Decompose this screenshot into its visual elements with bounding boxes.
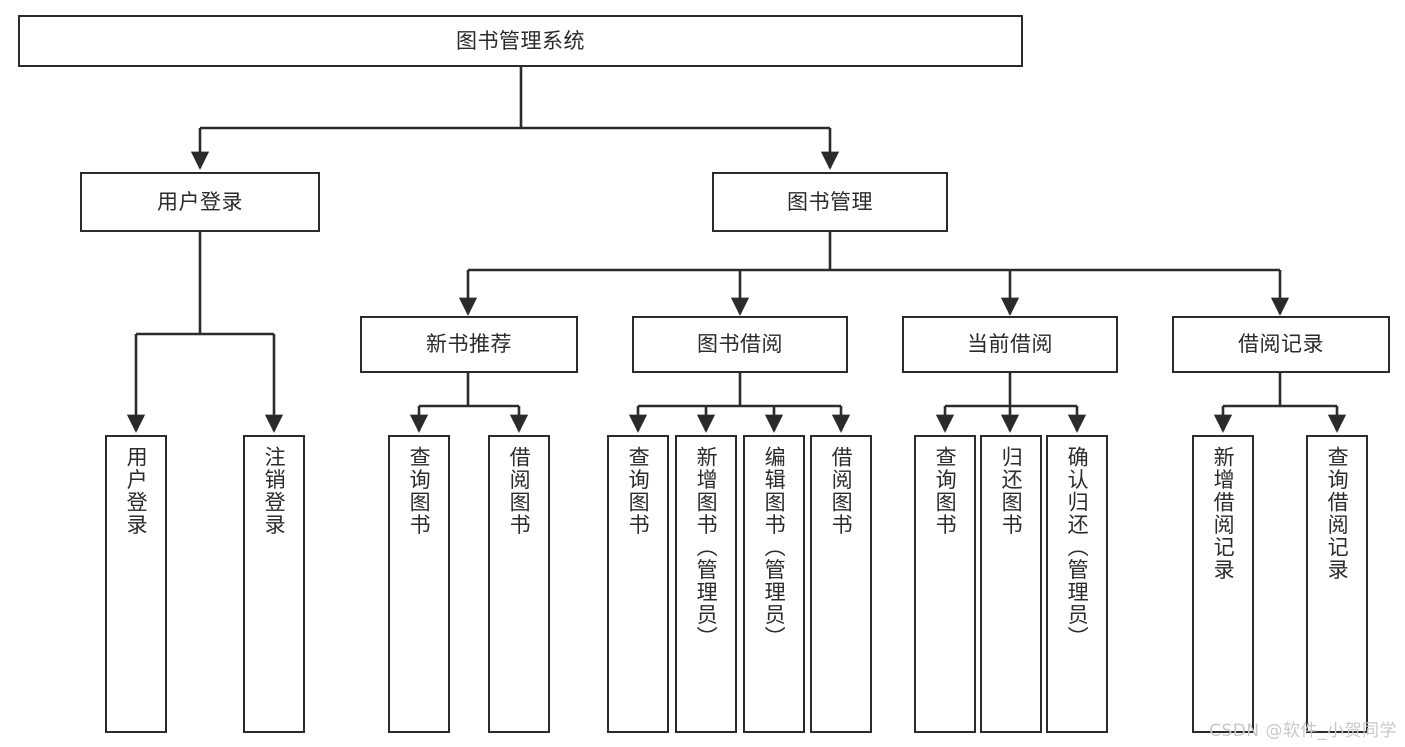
leaf-user-login-signout[interactable]: 注销登录 (243, 435, 305, 733)
leaf-current-borrow-confirm-return[interactable]: 确认归还（管理员） (1046, 435, 1108, 733)
node-label: 用户登录 (157, 189, 243, 214)
leaf-book-borrow-add[interactable]: 新增图书（管理员） (675, 435, 737, 733)
node-book-borrow[interactable]: 图书借阅 (632, 316, 848, 373)
node-label: 新书推荐 (426, 332, 512, 357)
node-label: 借阅图书 (829, 446, 854, 536)
node-label: 图书借阅 (697, 332, 783, 357)
node-user-login[interactable]: 用户登录 (80, 172, 320, 232)
node-label: 注销登录 (262, 446, 287, 536)
leaf-book-borrow-edit[interactable]: 编辑图书（管理员） (743, 435, 805, 733)
leaf-new-book-query[interactable]: 查询图书 (388, 435, 450, 733)
node-label: 归还图书 (999, 446, 1024, 536)
node-label: 确认归还（管理员） (1065, 446, 1090, 649)
node-label: 当前借阅 (967, 332, 1053, 357)
node-label: 查询图书 (933, 446, 958, 536)
node-book-management[interactable]: 图书管理 (712, 172, 948, 232)
leaf-new-book-borrow[interactable]: 借阅图书 (488, 435, 550, 733)
leaf-book-borrow-borrow[interactable]: 借阅图书 (810, 435, 872, 733)
node-root-system[interactable]: 图书管理系统 (18, 15, 1023, 67)
node-new-book-recommend[interactable]: 新书推荐 (360, 316, 578, 373)
node-label: 借阅图书 (507, 446, 532, 536)
node-label: 图书管理系统 (456, 28, 585, 53)
leaf-borrow-record-query[interactable]: 查询借阅记录 (1306, 435, 1368, 733)
leaf-user-login-signin[interactable]: 用户登录 (105, 435, 167, 733)
leaf-borrow-record-add[interactable]: 新增借阅记录 (1192, 435, 1254, 733)
node-label: 查询图书 (407, 446, 432, 536)
node-label: 查询图书 (626, 446, 651, 536)
node-label: 新增图书（管理员） (694, 446, 719, 649)
leaf-book-borrow-query[interactable]: 查询图书 (607, 435, 669, 733)
node-label: 新增借阅记录 (1211, 446, 1236, 581)
node-label: 用户登录 (124, 446, 149, 536)
node-borrow-record[interactable]: 借阅记录 (1172, 316, 1390, 373)
node-label: 查询借阅记录 (1325, 446, 1350, 581)
leaf-current-borrow-return[interactable]: 归还图书 (980, 435, 1042, 733)
node-label: 编辑图书（管理员） (762, 446, 787, 649)
node-label: 图书管理 (787, 189, 873, 214)
leaf-current-borrow-query[interactable]: 查询图书 (914, 435, 976, 733)
node-label: 借阅记录 (1238, 332, 1324, 357)
node-current-borrow[interactable]: 当前借阅 (902, 316, 1118, 373)
